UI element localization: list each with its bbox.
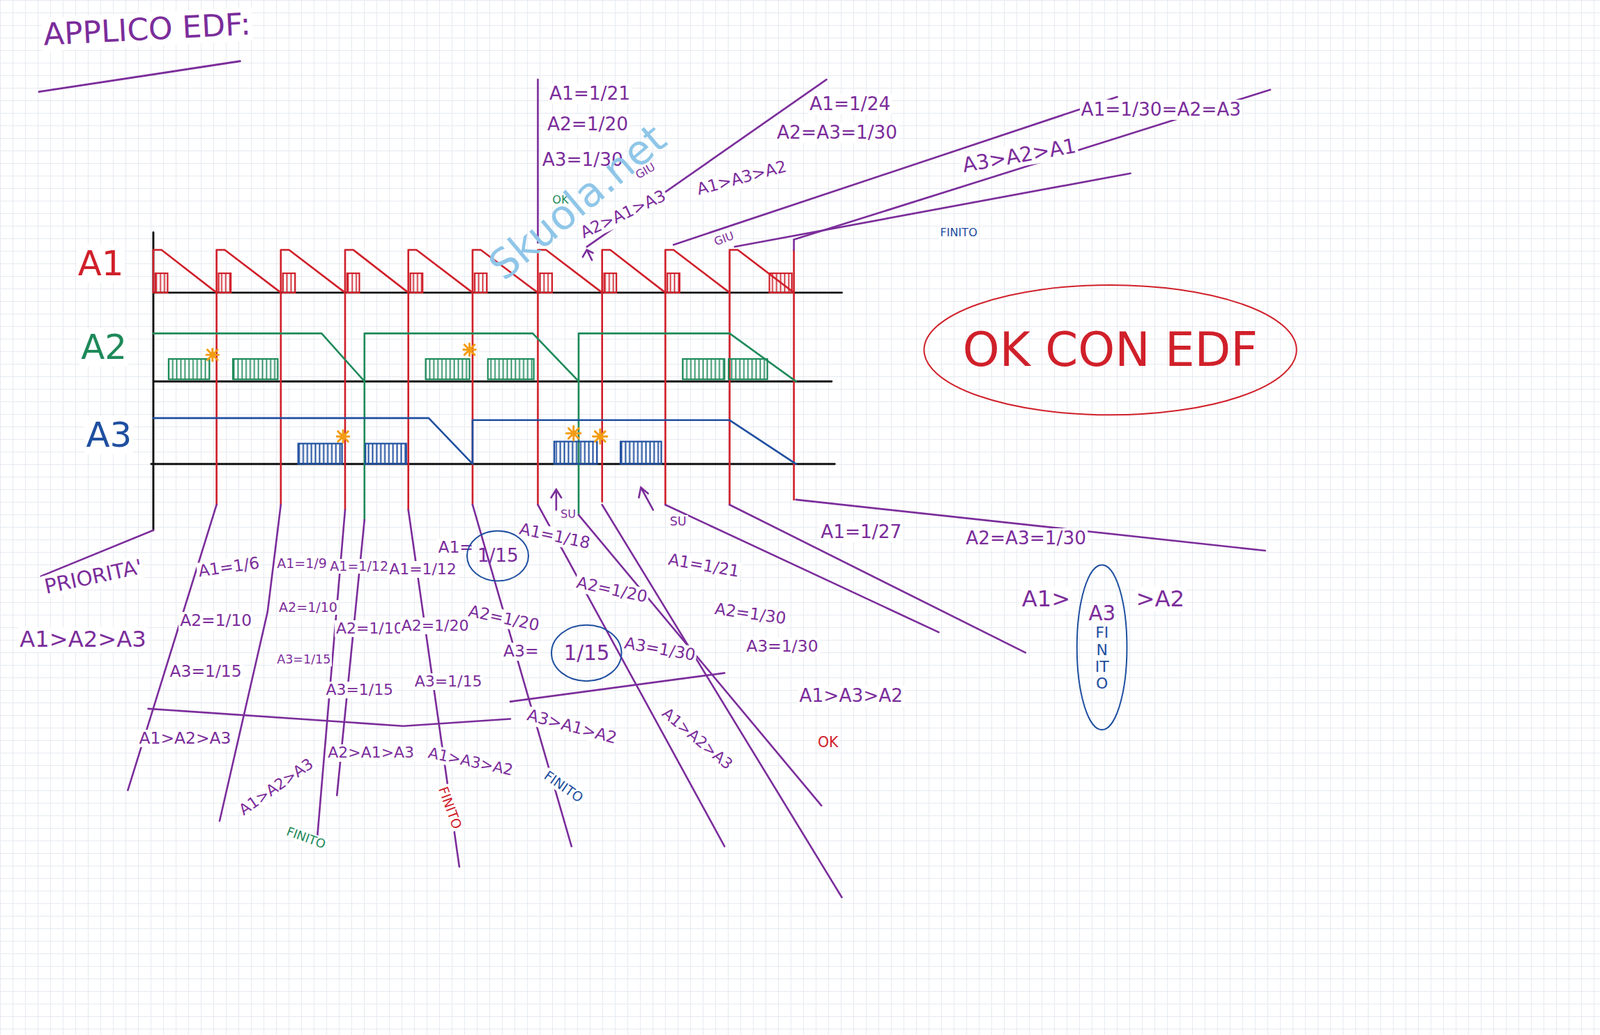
note-label: A3 <box>84 416 134 455</box>
page-title: APPLICO EDF: <box>41 7 254 53</box>
node-text: FINITO <box>1094 624 1110 693</box>
node-text: 1/15 <box>564 642 611 665</box>
note-label: A1>A2>A3 <box>18 627 148 652</box>
node-text: A3 <box>1088 602 1116 625</box>
note-label: A3=1/15 <box>168 663 244 682</box>
note-label: >A2 <box>1134 587 1186 612</box>
note-label: OK <box>816 734 841 751</box>
note-label: A1=1/27 <box>819 522 903 543</box>
note-label: A2=A3=1/30 <box>964 528 1088 549</box>
note-label: A1>A2>A3 <box>234 755 318 820</box>
result-ellipse: OK CON EDF <box>920 283 1301 417</box>
note-label: A3=1/15 <box>275 653 332 667</box>
circled-value: A3FINITO <box>1076 563 1128 733</box>
note-label: A1=1/18 <box>516 520 594 553</box>
note-label: A2=1/10 <box>178 612 254 631</box>
note-label: FINITO <box>435 783 466 833</box>
note-label: A1=1/6 <box>195 554 263 581</box>
note-label: A2=1/20 <box>465 602 543 636</box>
note-label: A3= <box>501 642 541 661</box>
note-label: A1>A2>A3 <box>657 704 737 775</box>
note-label: A1=1/24 <box>808 94 892 115</box>
note-label: A2=1/30 <box>711 600 789 629</box>
note-label: A3>A2>A1 <box>959 134 1080 178</box>
note-label: FINITO <box>283 824 329 852</box>
note-label: FINITO <box>540 767 588 807</box>
note-label: A2=1/20 <box>545 114 630 135</box>
note-label: A2=1/20 <box>400 617 471 635</box>
note-label: A2 <box>79 328 129 367</box>
note-label: A1>A3>A2 <box>798 686 905 707</box>
note-label: A2>A1>A3 <box>326 744 416 762</box>
note-label: A2=1/10 <box>334 620 406 638</box>
note-label: A2=1/20 <box>573 573 651 607</box>
note-label: A1=1/12 <box>387 561 459 578</box>
note-label: A2=1/10 <box>277 600 339 615</box>
note-label: A1=1/9 <box>275 556 329 571</box>
note-label: A1> <box>1020 587 1072 612</box>
note-label: A3=1/15 <box>324 681 395 699</box>
note-label: A1>A3>A2 <box>693 156 790 199</box>
note-label: A3>A1>A2 <box>523 706 620 749</box>
note-label: A3=1/30 <box>621 634 698 666</box>
note-label: A1=1/21 <box>547 83 632 104</box>
note-label: SU <box>559 508 578 521</box>
node-text: 1/15 <box>477 545 519 567</box>
note-label: PRIORITA' <box>41 555 146 599</box>
note-label: A2=A3=1/30 <box>775 122 899 143</box>
note-label: FINITO <box>939 226 979 240</box>
note-label: A1>A2>A3 <box>138 729 233 749</box>
circled-value: 1/15 <box>466 530 530 582</box>
node-text: OK CON EDF <box>962 324 1258 376</box>
note-label: A1=1/21 <box>665 550 742 582</box>
note-label: A3=1/30 <box>744 637 820 657</box>
note-label: A1>A3>A2 <box>425 744 516 780</box>
note-label: SU <box>668 515 689 529</box>
circled-value: 1/15 <box>550 624 622 682</box>
note-label: A1 <box>76 244 126 284</box>
note-label: A1=1/30=A2=A3 <box>1079 99 1244 120</box>
note-label: A1=1/12 <box>328 559 390 574</box>
note-label: A3=1/15 <box>413 673 484 691</box>
